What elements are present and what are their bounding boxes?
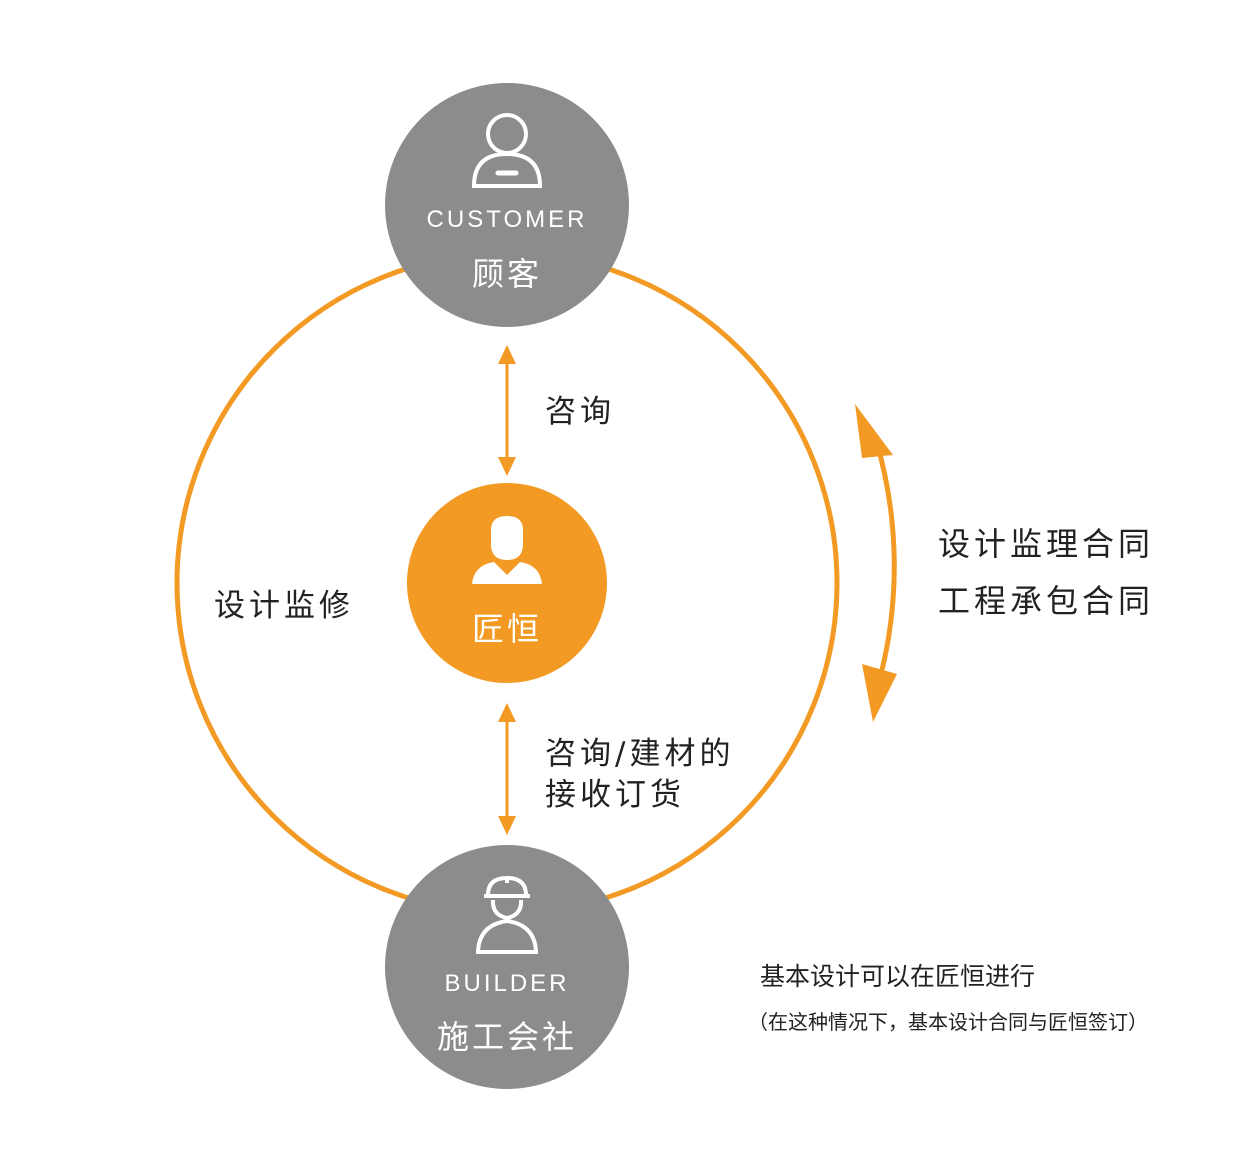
craftsman-label: 匠恒 <box>471 610 542 648</box>
builder-label-zh: 施工会社 <box>436 1018 577 1056</box>
customer-node <box>385 83 629 327</box>
professional-icon <box>472 516 542 584</box>
order-arrowhead-down <box>498 816 516 835</box>
customer-label-en: CUSTOMER <box>426 206 588 233</box>
builder-node <box>385 845 629 1089</box>
note-line2: （在这种情况下，基本设计合同与匠恒签订） <box>748 1010 1148 1034</box>
contract-curved-arrow <box>873 439 897 679</box>
worker-icon <box>475 875 539 954</box>
order-label-line1: 咨询/建材的 <box>545 736 735 772</box>
contract-arrowhead-up <box>855 404 893 458</box>
order-label-line2: 接收订货 <box>545 777 685 813</box>
contract-label-line2: 工程承包合同 <box>938 582 1155 620</box>
note-line1: 基本设计可以在匠恒进行 <box>760 962 1036 991</box>
customer-label-zh: 顾客 <box>471 255 542 293</box>
contract-label-line1: 设计监理合同 <box>938 525 1155 563</box>
builder-label-en: BUILDER <box>444 970 570 997</box>
consult-arrowhead-up <box>498 345 516 364</box>
order-arrowhead-up <box>498 703 516 722</box>
consult-label: 咨询 <box>545 394 615 430</box>
user-icon <box>471 113 543 188</box>
design-supervision-label: 设计监修 <box>214 588 354 624</box>
consult-arrowhead-down <box>498 457 516 476</box>
contract-arrowhead-down <box>862 664 897 722</box>
